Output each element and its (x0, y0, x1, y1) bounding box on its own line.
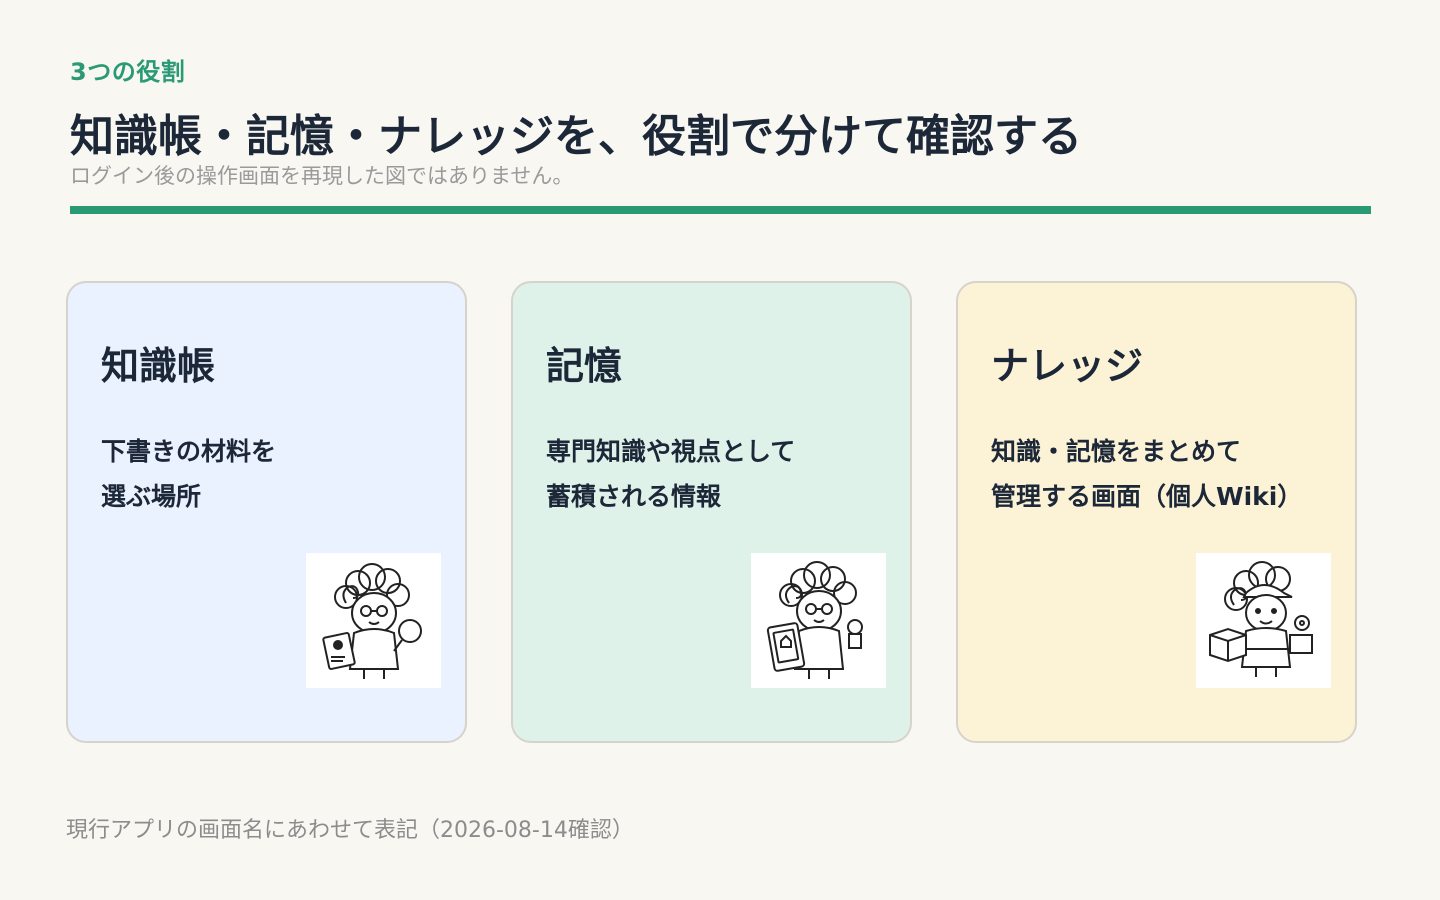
card-description-line: 蓄積される情報 (546, 482, 722, 511)
card-description-line: 知識・記憶をまとめて (991, 437, 1242, 466)
accent-divider (70, 206, 1371, 214)
card-description-line: 専門知識や視点として (546, 437, 796, 466)
researcher-with-tablet-icon (751, 553, 886, 688)
card-description: 知識・記憶をまとめて 管理する画面（個人Wiki） (991, 429, 1331, 519)
researcher-with-documents-and-magnifier-icon (306, 553, 441, 688)
card-description-line: 下書きの材料を (101, 437, 277, 466)
card-description-line: 選ぶ場所 (101, 482, 202, 511)
card-description: 下書きの材料を 選ぶ場所 (101, 429, 441, 519)
role-card-kioku: 記憶 専門知識や視点として 蓄積される情報 (511, 281, 912, 743)
card-title: ナレッジ (991, 344, 1144, 388)
worker-with-boxes-icon (1196, 553, 1331, 688)
role-card-knowledge: ナレッジ 知識・記憶をまとめて 管理する画面（個人Wiki） (956, 281, 1357, 743)
card-title: 記憶 (546, 344, 623, 388)
card-description-line: 管理する画面（個人Wiki） (991, 482, 1303, 511)
footer-note: 現行アプリの画面名にあわせて表記（2026-08-14確認） (66, 818, 634, 843)
page-subtitle: ログイン後の操作画面を再現した図ではありません。 (70, 164, 574, 188)
role-card-chishikicho: 知識帳 下書きの材料を 選ぶ場所 (66, 281, 467, 743)
eyebrow-label: 3つの役割 (70, 58, 186, 86)
card-description: 専門知識や視点として 蓄積される情報 (546, 429, 886, 519)
card-title: 知識帳 (101, 344, 216, 388)
page-title: 知識帳・記憶・ナレッジを、役割で分けて確認する (70, 111, 1082, 162)
